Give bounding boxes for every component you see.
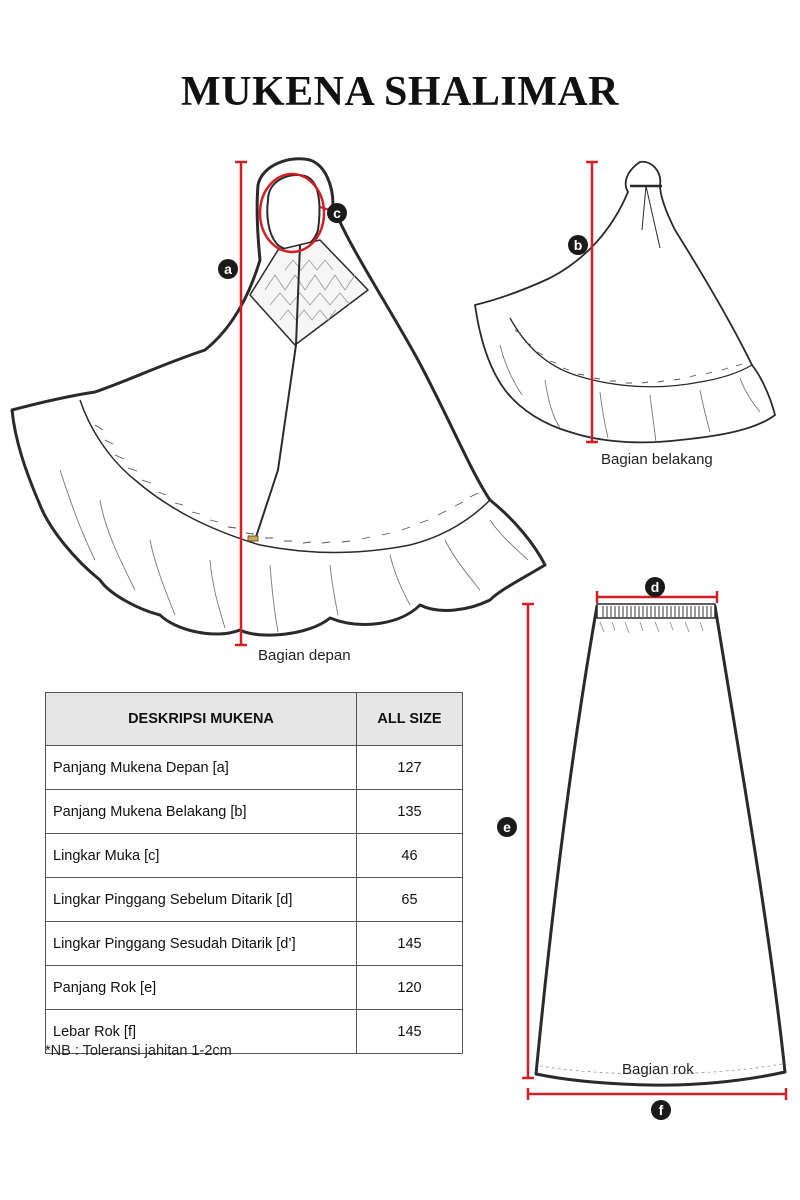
header-all-size: ALL SIZE <box>356 692 463 746</box>
marker-b: b <box>568 235 588 255</box>
row-label: Lingkar Muka [c] <box>45 833 357 878</box>
zipper-pull <box>247 535 259 542</box>
header-description: DESKRIPSI MUKENA <box>45 692 357 746</box>
row-label: Panjang Mukena Belakang [b] <box>45 789 357 834</box>
front-mukena-drawing <box>10 157 547 637</box>
back-ruffle-seam <box>509 317 753 388</box>
lace-pattern <box>264 259 356 321</box>
marker-c: c <box>327 203 347 223</box>
caption-front: Bagian depan <box>258 647 351 664</box>
marker-f: f <box>651 1100 671 1120</box>
skirt-outline <box>534 604 787 1087</box>
front-zipper <box>254 244 301 541</box>
back-body-outline <box>474 160 776 444</box>
back-mukena-drawing <box>474 160 776 444</box>
front-ruffle-folds <box>59 469 529 633</box>
measure-ring-c <box>258 172 326 254</box>
table-row: Panjang Rok [e] 120 <box>45 965 463 1010</box>
front-face-opening <box>266 174 321 251</box>
row-label: Lingkar Pinggang Sebelum Ditarik [d] <box>45 877 357 922</box>
table-row: Lingkar Pinggang Sebelum Ditarik [d] 65 <box>45 877 463 922</box>
skirt-hem-stitch <box>539 1063 783 1075</box>
table-row: Lingkar Muka [c] 46 <box>45 833 463 878</box>
front-ruffle-seam <box>79 399 491 554</box>
back-hood-seam <box>641 185 661 249</box>
row-value: 135 <box>356 789 463 834</box>
row-label: Lingkar Pinggang Sesudah Ditarik [d’] <box>45 921 357 966</box>
row-value: 46 <box>356 833 463 878</box>
size-table: DESKRIPSI MUKENA ALL SIZE Panjang Mukena… <box>45 692 463 1054</box>
table-row: Panjang Mukena Depan [a] 127 <box>45 745 463 790</box>
caption-skirt: Bagian rok <box>622 1061 694 1078</box>
tolerance-note: *NB : Toleransi jahitan 1-2cm <box>45 1043 232 1059</box>
caption-back: Bagian belakang <box>601 451 713 468</box>
marker-d: d <box>645 577 665 597</box>
waistband-elastic <box>602 606 712 617</box>
row-value: 65 <box>356 877 463 922</box>
table-row: Lebar Rok [f] 145 <box>45 1009 463 1054</box>
table-row: Lingkar Pinggang Sesudah Ditarik [d’] 14… <box>45 921 463 966</box>
row-value: 145 <box>356 921 463 966</box>
marker-e: e <box>497 817 517 837</box>
page-title: MUKENA SHALIMAR <box>180 69 620 115</box>
table-header-row: DESKRIPSI MUKENA ALL SIZE <box>45 692 463 746</box>
row-value: 145 <box>356 1009 463 1054</box>
front-body-outline <box>10 157 547 637</box>
table-row: Panjang Mukena Belakang [b] 135 <box>45 789 463 834</box>
row-value: 127 <box>356 745 463 790</box>
front-ruffle-gathers <box>94 424 479 544</box>
row-label: Panjang Mukena Depan [a] <box>45 745 357 790</box>
skirt-drawing <box>534 603 787 1087</box>
row-value: 120 <box>356 965 463 1010</box>
marker-a: a <box>218 259 238 279</box>
row-label: Panjang Rok [e] <box>45 965 357 1010</box>
